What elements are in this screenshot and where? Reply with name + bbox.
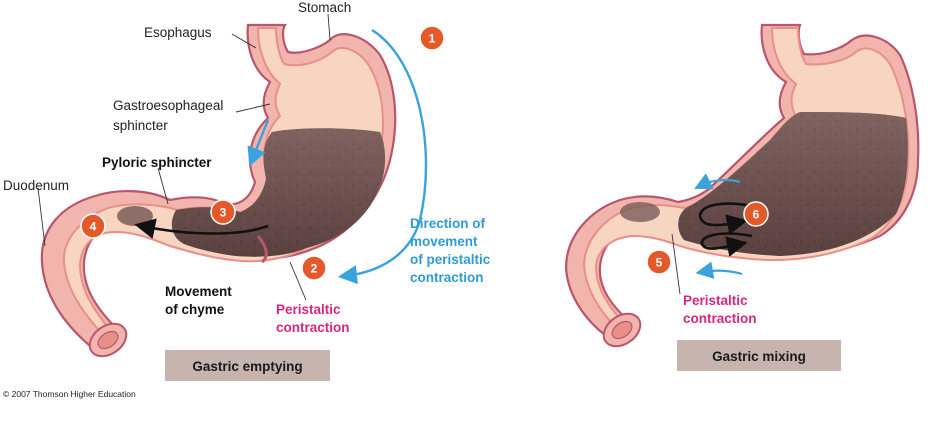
sphincter-blue-arrow (247, 119, 270, 167)
label-direction-3: of peristaltic (410, 252, 491, 267)
svg-text:5: 5 (656, 256, 663, 270)
label-peristaltic-left-2: contraction (276, 320, 350, 335)
backflow-arrow-1 (698, 202, 753, 235)
svg-text:Gastric mixing: Gastric mixing (712, 349, 806, 364)
label-stomach: Stomach (298, 0, 351, 15)
label-pyloric-sphincter: Pyloric sphincter (102, 155, 212, 170)
svg-text:2: 2 (311, 262, 318, 276)
label-movement-chyme-1: Movement (165, 284, 232, 299)
left-stomach-illustration (40, 23, 397, 358)
label-gastro-sphincter-1: Gastroesophageal (113, 98, 223, 113)
copyright-notice: © 2007 Thomson Higher Education (3, 389, 136, 399)
label-direction-4: contraction (410, 270, 484, 285)
badge-2: 2 (301, 255, 327, 281)
badge-6: 6 (743, 201, 769, 227)
label-gastro-sphincter-2: sphincter (113, 118, 168, 133)
caption-gastric-emptying: Gastric emptying (165, 350, 330, 381)
mixing-arrow-bottom (695, 261, 743, 279)
label-duodenum: Duodenum (3, 178, 69, 193)
svg-text:6: 6 (753, 208, 760, 222)
backflow-arrow-2 (700, 232, 753, 257)
label-direction-2: movement (410, 234, 478, 249)
badge-4: 4 (80, 213, 106, 239)
label-direction-1: Direction of (410, 216, 486, 231)
mixing-arrow-top (694, 173, 741, 189)
label-peristaltic-right-1: Peristaltic (683, 293, 748, 308)
badge-1: 1 (419, 25, 445, 51)
direction-arrow-left (337, 28, 428, 285)
label-peristaltic-right-2: contraction (683, 311, 757, 326)
badge-3: 3 (210, 199, 236, 225)
svg-text:4: 4 (90, 220, 97, 234)
chyme-movement-arrow (134, 218, 269, 239)
label-movement-chyme-2: of chyme (165, 302, 225, 317)
svg-text:3: 3 (220, 206, 227, 220)
svg-text:1: 1 (429, 32, 436, 46)
caption-gastric-mixing: Gastric mixing (677, 340, 841, 371)
label-esophagus: Esophagus (144, 25, 212, 40)
svg-text:Gastric emptying: Gastric emptying (192, 359, 302, 374)
label-peristaltic-left-1: Peristaltic (276, 302, 341, 317)
badge-5: 5 (646, 249, 672, 275)
